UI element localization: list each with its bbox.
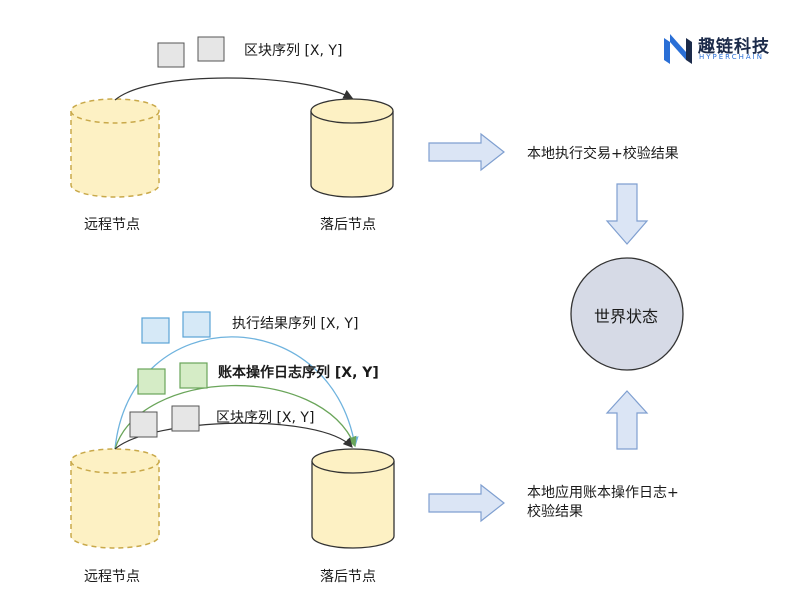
top-block-seq-label: 区块序列 [X, Y] <box>244 43 343 59</box>
bottom-result-label-line1: 本地应用账本操作日志+ <box>527 485 679 501</box>
bottom-lagging-node-cylinder <box>311 448 395 549</box>
top-remote-node-cylinder <box>70 98 160 198</box>
bottom-exec-result-arc <box>114 336 359 450</box>
top-right-block-arrow <box>428 132 505 172</box>
bottom-block-seq-label: 区块序列 [X, Y] <box>216 410 315 426</box>
bottom-ledger-square-1 <box>137 368 166 395</box>
bottom-remote-node-cylinder <box>70 448 160 549</box>
hyperchain-logo: 趣链科技 HYPERCHAIN <box>662 30 782 70</box>
top-lagging-node-cylinder <box>310 98 394 198</box>
down-block-arrow <box>605 183 649 245</box>
hyperchain-logo-icon <box>664 34 692 64</box>
world-state-label: 世界状态 <box>593 307 658 326</box>
up-block-arrow <box>605 390 649 450</box>
bottom-ledger-seq-label: 账本操作日志序列 [X, Y] <box>218 365 379 381</box>
top-block-square-1 <box>157 42 185 68</box>
bottom-block-square-2 <box>171 405 200 432</box>
bottom-exec-square-2 <box>182 311 211 338</box>
bottom-remote-node-label: 远程节点 <box>84 569 140 585</box>
bottom-block-square-1 <box>129 411 158 438</box>
logo-name: 趣链科技 <box>698 37 770 57</box>
logo-subtitle: HYPERCHAIN <box>699 53 764 61</box>
top-block-square-2 <box>197 36 225 62</box>
bottom-result-label-line2: 校验结果 <box>527 504 583 520</box>
bottom-lagging-node-label: 落后节点 <box>320 569 376 585</box>
top-remote-node-label: 远程节点 <box>84 217 140 233</box>
world-state-circle <box>570 257 684 371</box>
top-result-label: 本地执行交易+校验结果 <box>527 146 679 162</box>
top-block-arc-arrow <box>114 77 354 101</box>
top-lagging-node-label: 落后节点 <box>320 217 376 233</box>
bottom-right-block-arrow <box>428 483 505 523</box>
bottom-block-arc <box>114 422 353 450</box>
bottom-exec-seq-label: 执行结果序列 [X, Y] <box>232 316 359 332</box>
bottom-exec-square-1 <box>141 317 170 344</box>
bottom-ledger-square-2 <box>179 362 208 389</box>
